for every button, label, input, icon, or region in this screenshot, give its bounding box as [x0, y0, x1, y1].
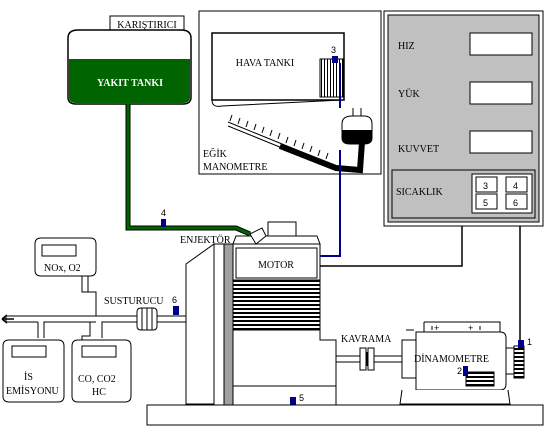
manometer-liquid	[278, 141, 365, 174]
engine-plate	[213, 243, 225, 407]
exhaust-arrow	[1, 314, 14, 324]
terminal-plus-2: +	[468, 323, 473, 333]
manometer-box: HAVA TANKI 3 EĞİK MANOMETRE	[198, 10, 382, 175]
muffler-label: SUSTURUCU	[104, 296, 164, 307]
temperature-label: SICAKLIK	[396, 187, 443, 198]
sensor-3-marker	[332, 56, 338, 63]
sensor-4-label: 4	[161, 208, 166, 218]
sensor-5-label: 5	[299, 393, 304, 403]
clutch-label: KAVRAMA	[341, 334, 392, 345]
air-line	[320, 63, 341, 257]
temp-cell-3	[475, 176, 498, 193]
incline-manometer-label-2: MANOMETRE	[203, 162, 267, 173]
sensor-2-marker	[463, 366, 468, 376]
fuel-tank-label: YAKIT TANKI	[97, 78, 163, 89]
air-tank-label: HAVA TANKI	[236, 58, 294, 69]
engine-sump	[232, 385, 337, 407]
soot-label-1: İS	[24, 371, 33, 383]
sensor-1-marker	[518, 340, 524, 348]
engine-head-top	[232, 235, 321, 245]
air-tank	[211, 32, 345, 101]
load-display	[469, 81, 533, 105]
engine-head-inner	[235, 247, 318, 279]
temp-cell-6	[505, 193, 528, 210]
dynamometer-end-right	[505, 347, 515, 375]
sensor-5-marker	[290, 397, 296, 405]
air-tank-bottom	[211, 99, 343, 107]
injector-label: ENJEKTÖR	[180, 234, 231, 246]
temp-cell-5	[475, 193, 498, 210]
engine-crankcase	[232, 329, 337, 387]
temperature-group	[391, 169, 536, 219]
fuel-level	[69, 59, 190, 103]
temp-value-6: 6	[513, 198, 518, 208]
exhaust-pipe-engine	[157, 315, 186, 323]
dynamometer-stand	[399, 389, 511, 405]
co-label: CO, CO2	[78, 374, 116, 385]
exhaust-system: 6 SUSTURUCU NOx, O2 İS EMİSYONU CO, CO2 …	[1, 237, 186, 403]
dynamometer-load-cell	[465, 371, 495, 387]
motor-label: MOTOR	[258, 260, 294, 271]
manometer-scale-ticks	[229, 114, 329, 160]
nox-display	[41, 244, 77, 257]
sensor-6-label: 6	[172, 295, 177, 305]
co-display	[81, 345, 117, 358]
force-label: KUVVET	[398, 144, 439, 155]
soot-label-2: EMİSYONU	[6, 385, 60, 397]
base-bed	[146, 404, 544, 426]
dynamometer-label: DİNAMOMETRE	[414, 353, 489, 365]
control-panel: HIZ YÜK KUVVET SICAKLIK 3 4 5 6	[383, 10, 544, 227]
injector-body	[249, 227, 267, 245]
fuel-tank-assembly: KARIŞTIRICI YAKIT TANKI	[67, 15, 192, 105]
load-label: YÜK	[398, 88, 420, 100]
mixer-label: KARIŞTIRICI	[117, 20, 176, 31]
force-display	[469, 130, 533, 154]
panel-to-motor-cable	[320, 226, 463, 267]
sensor-1-label: 1	[527, 337, 532, 347]
speed-display	[469, 32, 533, 56]
speed-label: HIZ	[398, 41, 415, 52]
sensor-4-marker	[161, 219, 166, 227]
temp-value-3: 3	[483, 181, 488, 191]
engine: MOTOR 5 ENJEKTÖR	[180, 221, 337, 407]
hc-label: HC	[92, 387, 106, 398]
soot-display	[11, 345, 47, 358]
air-tank-orifice	[319, 58, 344, 98]
exhaust-pipes	[6, 276, 137, 340]
nox-label: NOx, O2	[44, 263, 81, 274]
clutch-plate-1	[359, 347, 367, 371]
reservoir-liquid	[342, 130, 372, 144]
dynamometer-terminals	[406, 321, 501, 332]
engine-cylinder	[232, 279, 321, 331]
sensor-2-label: 2	[457, 366, 462, 376]
reservoir-neck	[352, 108, 362, 116]
clutch-gap	[366, 352, 368, 366]
temp-value-4: 4	[513, 181, 518, 191]
engine-cover	[267, 221, 297, 237]
dynamometer-encoder	[513, 345, 525, 379]
incline-manometer-label-1: EĞİK	[203, 148, 228, 160]
sensor-3-label: 3	[331, 45, 336, 55]
sensor-6-marker	[173, 306, 179, 315]
terminal-plus-1: +	[434, 323, 439, 333]
drivetrain: KAVRAMA + + DİNAMOMETRE 2 1	[336, 321, 532, 405]
engine-side	[185, 243, 215, 405]
fuel-line	[126, 104, 251, 236]
clutch-plate-2	[367, 347, 375, 371]
temp-value-5: 5	[483, 198, 488, 208]
engine-flywheel	[223, 243, 234, 407]
temp-cell-4	[505, 176, 528, 193]
